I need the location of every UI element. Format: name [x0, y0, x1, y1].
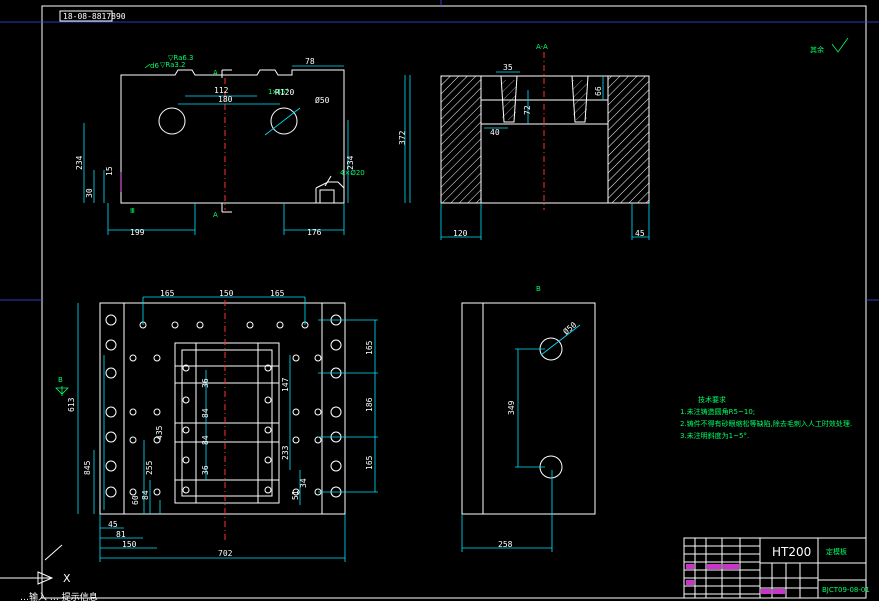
svg-text:255: 255: [145, 460, 154, 475]
svg-text:1x45°: 1x45°: [268, 88, 289, 96]
drawing-code: BJCT09-08-01: [822, 586, 870, 594]
plan-view-labels: 165 150 165 613 435 845 36 84 84 36 147 …: [58, 289, 374, 558]
ucs-icon: X: [0, 544, 71, 585]
svg-text:51: 51: [291, 490, 300, 500]
svg-text:845: 845: [83, 460, 92, 475]
svg-text:Ø50: Ø50: [315, 95, 330, 105]
svg-text:165: 165: [365, 455, 374, 470]
svg-text:613: 613: [67, 397, 76, 412]
svg-text:▽Ra3.2: ▽Ra3.2: [160, 61, 186, 69]
side-view: [461, 302, 596, 552]
drawing-number-tag: 18-08-8817890: [59, 10, 126, 22]
svg-text:Ⅲ: Ⅲ: [130, 207, 135, 215]
svg-text:B: B: [58, 376, 63, 384]
svg-text:112: 112: [214, 86, 229, 95]
svg-text:d6: d6: [150, 62, 159, 70]
svg-text:233: 233: [281, 445, 290, 460]
svg-text:147: 147: [281, 377, 290, 392]
svg-text:B: B: [536, 285, 541, 293]
side-view-labels: B Ø50 349 258: [498, 285, 578, 549]
svg-text:▽Ra6.3: ▽Ra6.3: [168, 54, 194, 62]
svg-text:84: 84: [201, 408, 210, 418]
svg-text:45: 45: [108, 520, 118, 529]
svg-text:199: 199: [130, 228, 145, 237]
svg-text:349: 349: [507, 400, 516, 415]
svg-text:A: A: [213, 69, 218, 77]
svg-text:30: 30: [85, 188, 94, 198]
svg-text:45: 45: [635, 229, 645, 238]
material-label: HT200: [772, 545, 811, 559]
svg-text:165: 165: [365, 340, 374, 355]
svg-text:72: 72: [523, 105, 532, 115]
svg-text:180: 180: [218, 95, 233, 104]
svg-text:258: 258: [498, 540, 513, 549]
svg-text:165: 165: [160, 289, 175, 298]
notes-title: 技术要求: [698, 395, 726, 404]
front-view-labels: A A 78 112 180 Ø50 R120 372 234 30 15 23…: [75, 57, 407, 237]
svg-text:15: 15: [105, 166, 114, 176]
svg-text:81: 81: [116, 530, 126, 539]
svg-text:176: 176: [307, 228, 322, 237]
svg-text:150: 150: [122, 540, 137, 549]
section-view-labels: A-A 35 72 66 40 120 45: [453, 43, 645, 238]
front-view: d6 ▽Ra6.3 ▽Ra3.2 1x45° 4×Ø20 Ⅲ: [83, 54, 411, 235]
svg-text:435: 435: [155, 425, 164, 440]
technical-requirements: 技术要求 1.未注铸造圆角R5~10; 2.铸件不得有砂眼缩松等缺陷,除去毛刺入…: [680, 395, 852, 440]
svg-text:18-08-8817890: 18-08-8817890: [63, 12, 126, 21]
svg-text:66: 66: [594, 86, 603, 96]
svg-text:60: 60: [131, 495, 140, 505]
note-item: 2.铸件不得有砂眼缩松等缺陷,除去毛刺入人工时效处理.: [680, 419, 852, 428]
svg-text:234: 234: [75, 155, 84, 170]
svg-text:120: 120: [453, 229, 468, 238]
svg-text:84: 84: [141, 490, 150, 500]
plan-view: [55, 296, 378, 562]
svg-text:A: A: [213, 211, 218, 219]
section-view: [440, 52, 650, 240]
surface-roughness-mark: 其余: [810, 37, 849, 54]
svg-text:34: 34: [299, 478, 308, 488]
svg-text:R120: R120: [275, 88, 294, 97]
svg-text:X: X: [63, 572, 71, 585]
svg-text:78: 78: [305, 57, 315, 66]
part-name: 定模板: [826, 547, 847, 556]
note-item: 3.未注明斜度为1~5°.: [680, 431, 749, 440]
svg-text:其余: 其余: [810, 45, 824, 54]
svg-text:36: 36: [201, 465, 210, 475]
note-item: 1.未注铸造圆角R5~10;: [680, 407, 755, 416]
svg-text:A-A: A-A: [536, 43, 548, 51]
svg-text:372: 372: [398, 130, 407, 145]
command-line[interactable]: …输入 … 提示信息: [20, 591, 98, 601]
svg-text:Ø50: Ø50: [561, 319, 579, 336]
svg-text:702: 702: [218, 549, 233, 558]
title-block: HT200 定模板 BJCT09-08-01: [683, 537, 870, 599]
svg-text:36: 36: [201, 378, 210, 388]
svg-text:40: 40: [490, 128, 500, 137]
svg-text:35: 35: [503, 63, 513, 72]
svg-text:150: 150: [219, 289, 234, 298]
svg-text:165: 165: [270, 289, 285, 298]
svg-text:4×Ø20: 4×Ø20: [340, 169, 365, 177]
svg-text:186: 186: [365, 397, 374, 412]
svg-text:84: 84: [201, 435, 210, 445]
svg-text:234: 234: [346, 155, 355, 170]
